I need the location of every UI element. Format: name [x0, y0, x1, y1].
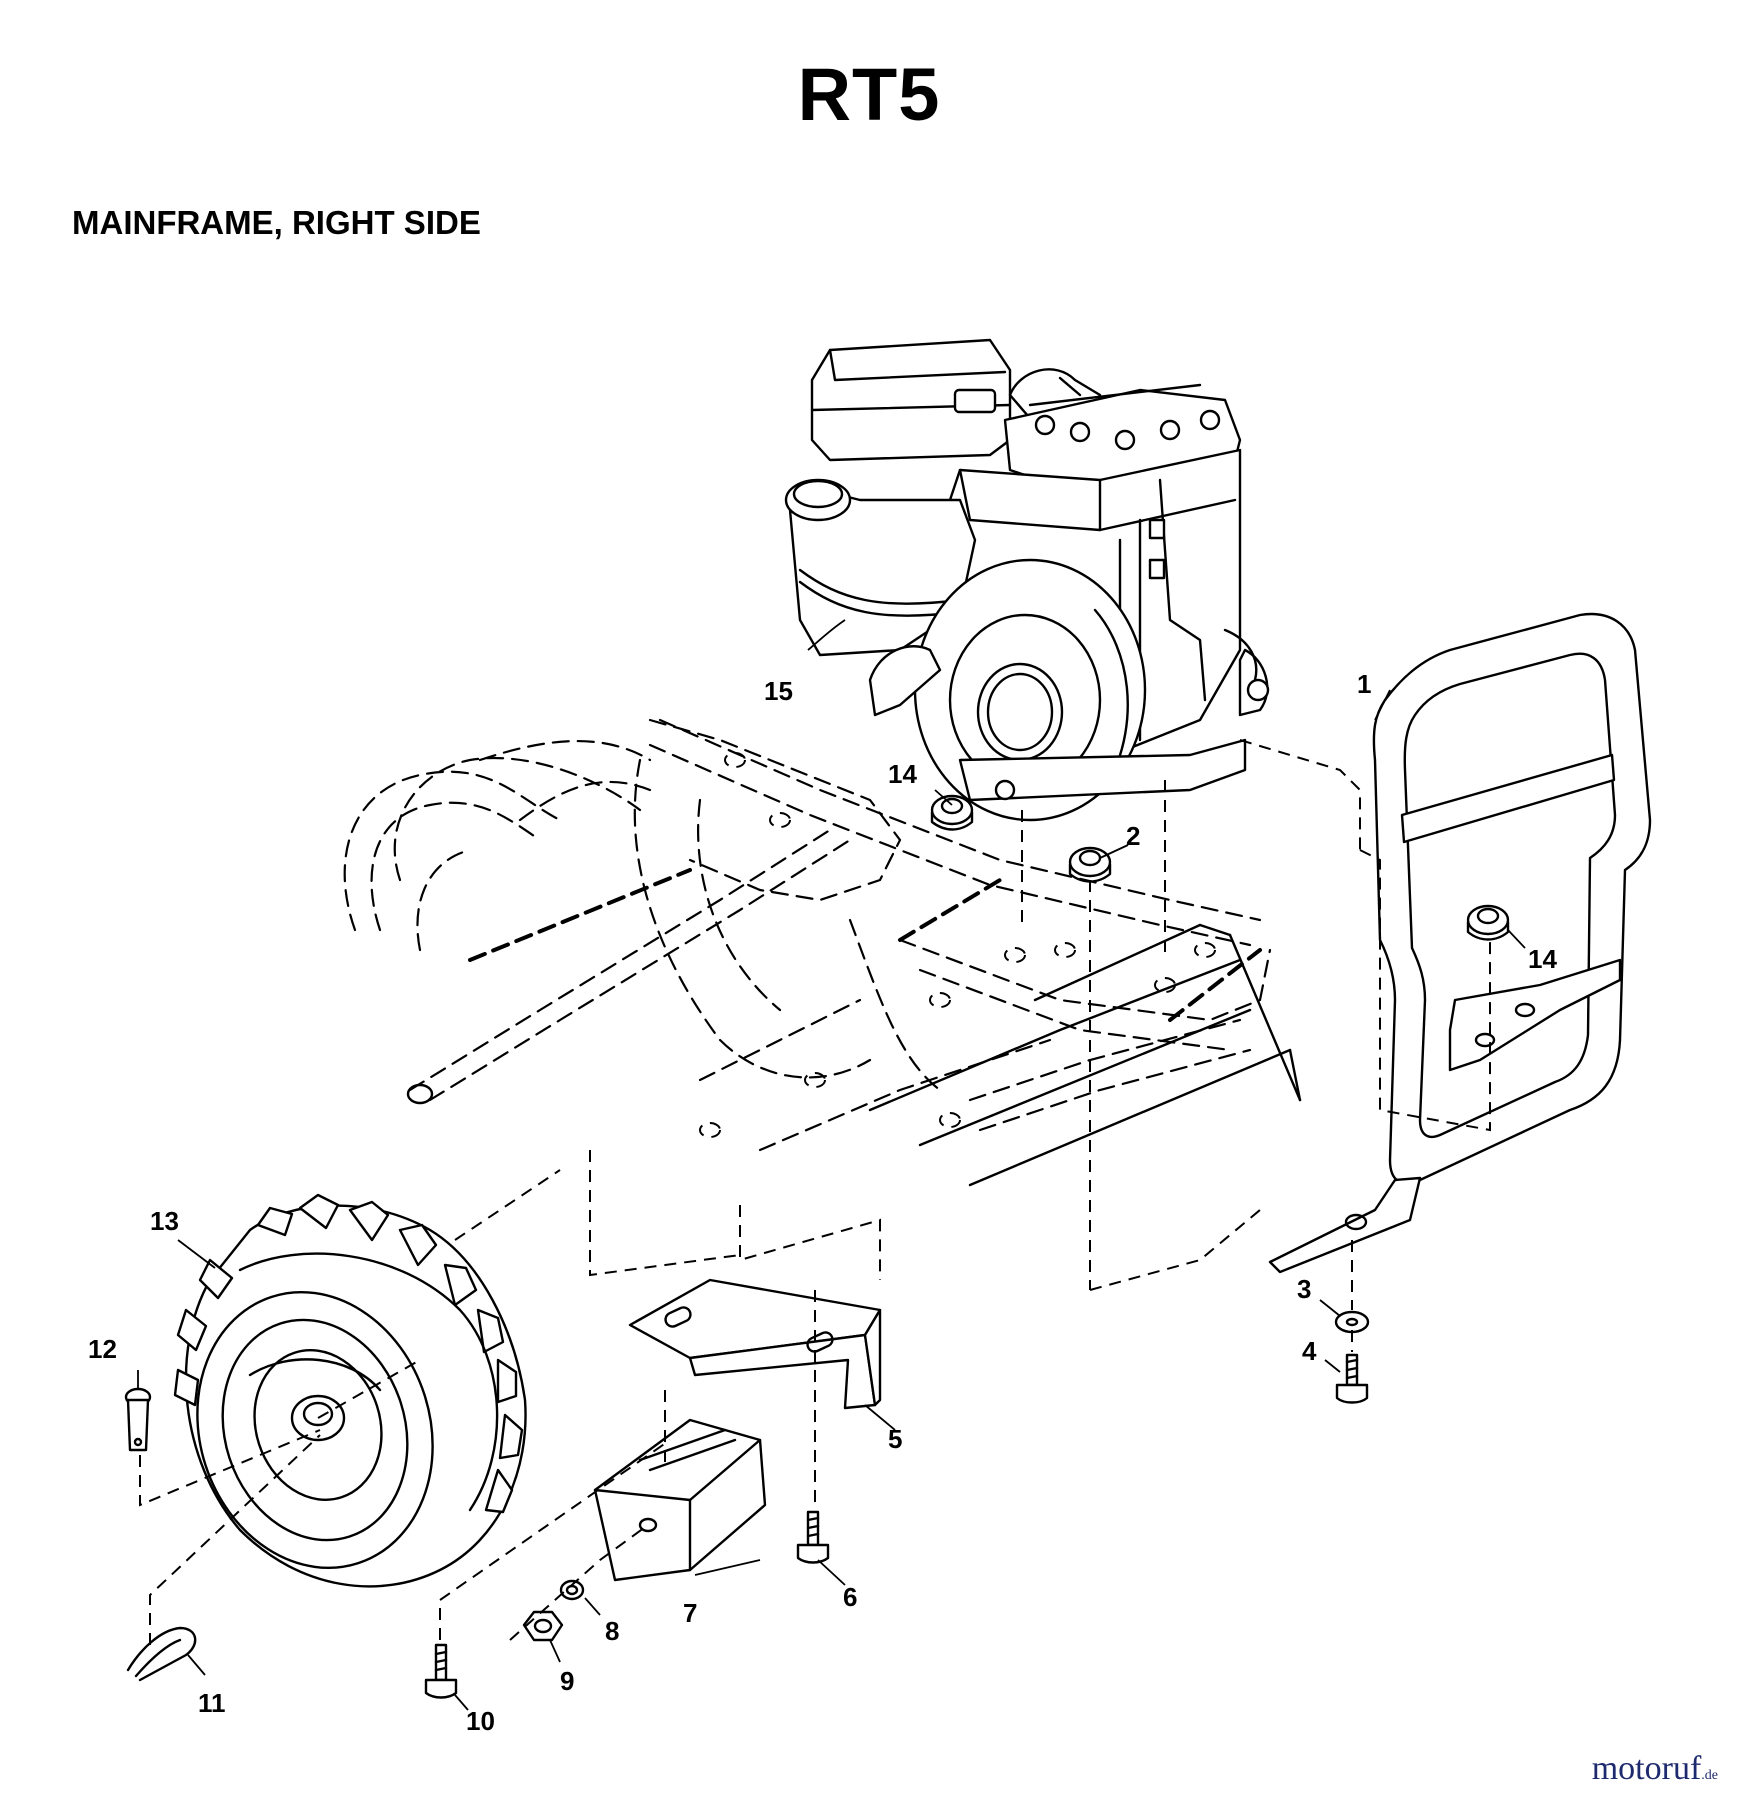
watermark: motoruf.de — [1592, 1750, 1718, 1788]
leader-lines — [137, 619, 1526, 1711]
watermark-text: motoruf — [1591, 1750, 1702, 1787]
nut-9 — [522, 1610, 564, 1642]
callout-14-bumper: 14 — [1528, 944, 1557, 974]
callout-4: 4 — [1302, 1336, 1317, 1366]
callout-5: 5 — [888, 1424, 902, 1454]
washer-3 — [1334, 1310, 1370, 1334]
callout-7: 7 — [683, 1598, 697, 1628]
callout-14-engine: 14 — [888, 759, 917, 789]
callout-10: 10 — [466, 1706, 495, 1736]
wheel-tire-13 — [173, 1193, 527, 1588]
callout-1: 1 — [1357, 669, 1371, 699]
model-title: RT5 — [797, 53, 941, 136]
clevis-pin-12 — [124, 1387, 152, 1452]
lock-washer-8 — [559, 1579, 585, 1601]
engine-mount-nut-14 — [930, 794, 974, 831]
callout-labels: 1 2 3 4 5 6 7 8 9 10 11 12 13 14 14 15 — [88, 669, 1557, 1736]
frame-bottom-plate — [868, 923, 1302, 1187]
watermark-suffix: .de — [1701, 1768, 1718, 1783]
callout-2: 2 — [1126, 821, 1140, 851]
engine — [784, 338, 1270, 822]
callout-6: 6 — [843, 1582, 857, 1612]
bolt-10 — [424, 1643, 458, 1699]
callout-15: 15 — [764, 676, 793, 706]
callout-9: 9 — [560, 1666, 574, 1696]
callout-8: 8 — [605, 1616, 619, 1646]
assembly-lines — [139, 739, 1491, 1645]
callout-11: 11 — [198, 1688, 226, 1718]
weight-block-7 — [593, 1418, 767, 1582]
front-bumper-guard — [1268, 612, 1652, 1274]
mounting-bracket-5 — [628, 1278, 882, 1410]
bolt-6 — [796, 1510, 830, 1564]
hairpin-clip-11 — [126, 1626, 197, 1682]
tiller-frame-phantom — [343, 718, 1272, 1152]
bolt-4 — [1335, 1353, 1369, 1404]
section-title: MAINFRAME, RIGHT SIDE — [72, 204, 481, 241]
engine-mount-nut-2 — [1068, 846, 1112, 883]
callout-13: 13 — [150, 1206, 179, 1236]
callout-3: 3 — [1297, 1274, 1311, 1304]
callout-12: 12 — [88, 1334, 117, 1364]
bumper-nut-14 — [1466, 904, 1510, 941]
